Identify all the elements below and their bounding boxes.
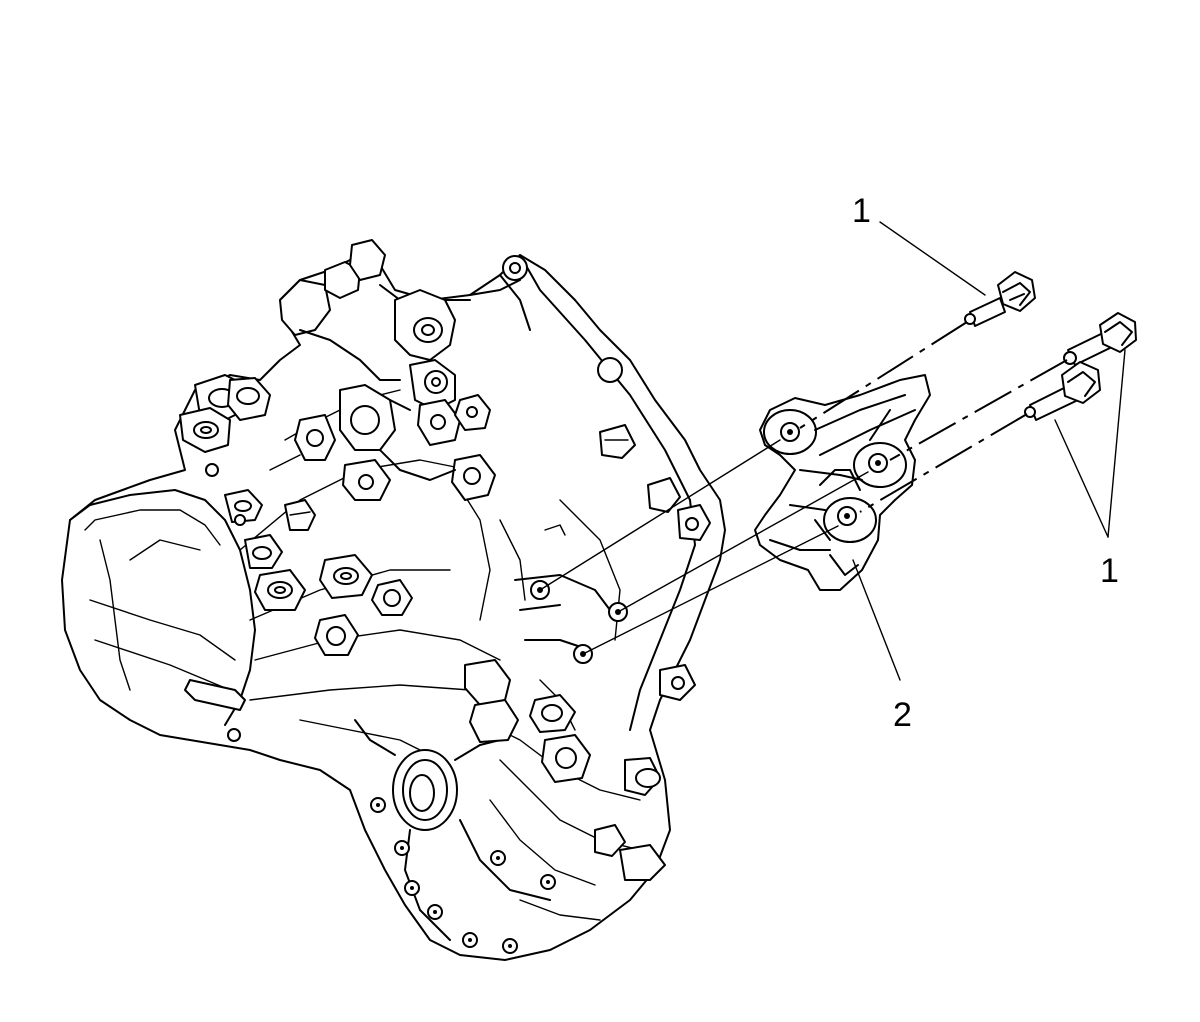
- callout-label: 1: [852, 192, 871, 230]
- callout-label: 2: [893, 696, 912, 734]
- bolt-top: [964, 271, 1036, 327]
- leader-line: [1107, 349, 1126, 538]
- callout-2: 2: [852, 559, 912, 734]
- leader-line: [852, 559, 901, 681]
- alignment-lines: [539, 321, 1068, 655]
- transmission-housing: [61, 239, 726, 961]
- callout-label: 1: [1100, 552, 1119, 590]
- callout-1-top: 1: [852, 192, 986, 296]
- leader-line: [879, 221, 986, 296]
- mount-bracket: [754, 374, 931, 591]
- leader-line: [1054, 419, 1109, 538]
- callout-1-right: 1: [1054, 349, 1126, 590]
- bolt-right-upper: [1063, 312, 1137, 366]
- bolt-right-lower: [1024, 361, 1101, 421]
